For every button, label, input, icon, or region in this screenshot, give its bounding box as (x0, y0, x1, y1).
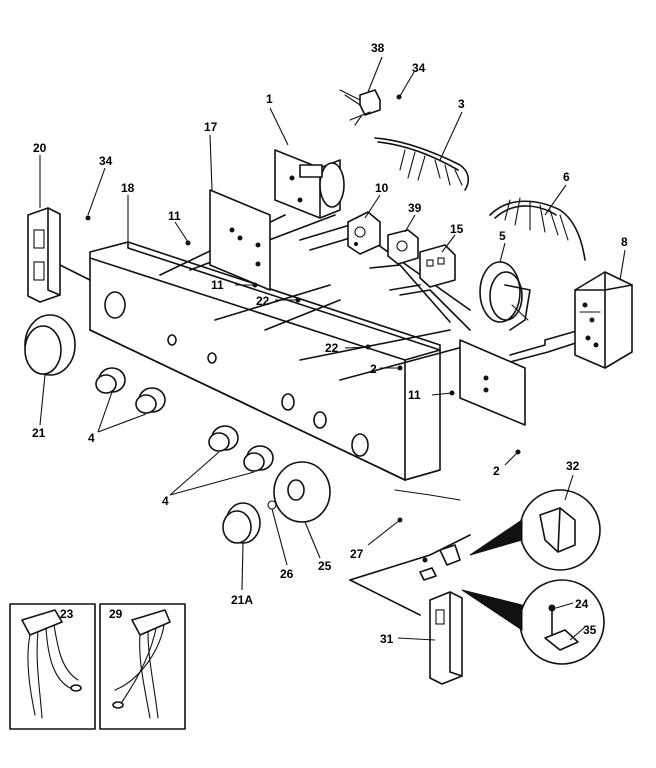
label-6: 6 (563, 170, 570, 184)
label-32: 32 (566, 459, 580, 473)
label-21: 21 (32, 426, 46, 440)
label-8: 8 (621, 235, 628, 249)
timer-icon (274, 149, 345, 219)
bracket-31 (349, 534, 471, 685)
part-labels: 1 38 34 3 6 17 20 34 18 11 10 39 15 5 8 … (32, 41, 628, 646)
label-35: 35 (583, 623, 597, 637)
label-11-right: 11 (408, 388, 421, 402)
label-3: 3 (458, 97, 465, 111)
label-24: 24 (575, 597, 589, 611)
label-15: 15 (450, 222, 464, 236)
label-18: 18 (121, 181, 135, 195)
label-34-left: 34 (99, 154, 113, 168)
bracket-17 (209, 189, 271, 291)
callout-24-35 (461, 579, 605, 665)
label-31: 31 (380, 632, 394, 646)
label-25: 25 (318, 559, 332, 573)
label-11-top: 11 (168, 209, 181, 223)
wire-harness-icon (374, 137, 470, 191)
label-23: 23 (60, 607, 74, 621)
leader-lines (39, 56, 626, 641)
switch-15-icon (419, 244, 456, 288)
label-21a: 21A (231, 593, 253, 607)
wire-harness-6-icon (489, 197, 586, 261)
pressure-switch-icon (479, 261, 531, 331)
label-20: 20 (33, 141, 47, 155)
inset-23 (9, 603, 96, 730)
control-panel (89, 241, 461, 501)
label-34-top: 34 (412, 61, 426, 75)
frame-lines (159, 214, 586, 381)
label-1: 1 (266, 92, 273, 106)
callout-32 (469, 489, 601, 571)
label-29: 29 (109, 607, 123, 621)
motor-control-icon (574, 271, 633, 369)
label-22-mid: 22 (325, 341, 339, 355)
connector-38-icon (339, 89, 402, 126)
switch-39-icon (387, 229, 419, 265)
knob-21-icon (24, 314, 76, 376)
dial-25-icon (222, 461, 331, 544)
label-22-top: 22 (256, 294, 270, 308)
label-26: 26 (280, 567, 294, 581)
inset-29 (99, 603, 186, 730)
label-39: 39 (408, 201, 422, 215)
label-17: 17 (204, 120, 218, 134)
label-2-mid: 2 (370, 362, 377, 376)
label-11-mid: 11 (211, 278, 224, 292)
knob-icon (95, 367, 274, 472)
label-10: 10 (375, 181, 389, 195)
bracket-20 (27, 207, 91, 303)
label-2-right: 2 (493, 464, 500, 478)
bracket-right (459, 339, 526, 426)
switch-icon (347, 211, 381, 255)
label-4-bottom: 4 (162, 494, 169, 508)
label-38: 38 (371, 41, 385, 55)
label-5: 5 (499, 229, 506, 243)
label-27: 27 (350, 547, 364, 561)
label-4-top: 4 (88, 431, 95, 445)
